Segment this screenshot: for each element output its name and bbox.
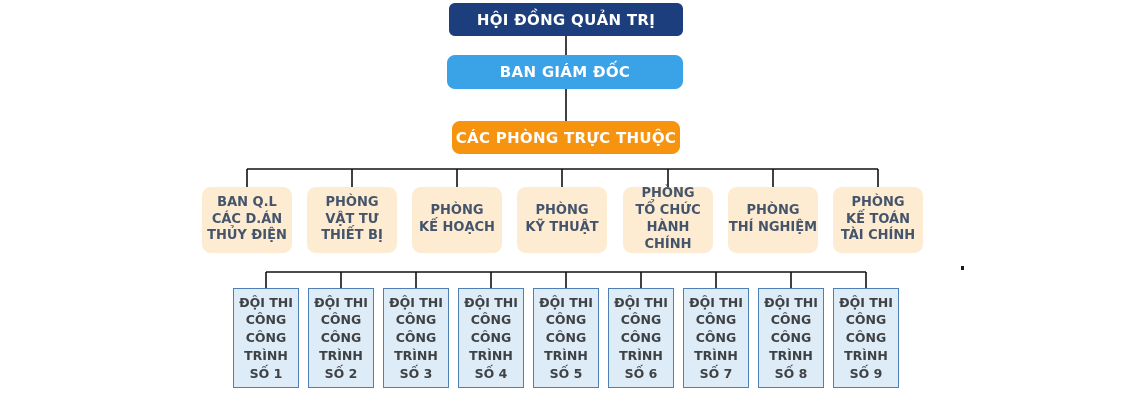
node-department: PHÒNG TỔ CHỨC HÀNH CHÍNH (623, 186, 713, 253)
node-construction-team: ĐỘI THI CÔNG CÔNG TRÌNH SỐ 8 (758, 288, 824, 388)
node-construction-team: ĐỘI THI CÔNG CÔNG TRÌNH SỐ 3 (383, 288, 449, 388)
node-department: PHÒNG THÍ NGHIỆM (728, 187, 818, 253)
node-construction-team: ĐỘI THI CÔNG CÔNG TRÌNH SỐ 4 (458, 288, 524, 388)
node-executive-board: BAN GIÁM ĐỐC (447, 55, 683, 89)
node-department: BAN Q.L CÁC D.ÁN THỦY ĐIỆN (202, 187, 292, 253)
node-construction-team: ĐỘI THI CÔNG CÔNG TRÌNH SỐ 9 (833, 288, 899, 388)
node-department: PHÒNG KẾ TOÁN TÀI CHÍNH (833, 187, 923, 253)
node-construction-team: ĐỘI THI CÔNG CÔNG TRÌNH SỐ 5 (533, 288, 599, 388)
node-construction-team: ĐỘI THI CÔNG CÔNG TRÌNH SỐ 7 (683, 288, 749, 388)
node-department: PHÒNG VẬT TƯ THIẾT BỊ (307, 187, 397, 253)
node-department: PHÒNG KẾ HOẠCH (412, 187, 502, 253)
node-department: PHÒNG KỸ THUẬT (517, 187, 607, 253)
stray-dot (961, 266, 964, 270)
node-subordinate-departments: CÁC PHÒNG TRỰC THUỘC (452, 121, 680, 154)
node-board-of-directors: HỘI ĐỒNG QUẢN TRỊ (449, 3, 683, 36)
node-construction-team: ĐỘI THI CÔNG CÔNG TRÌNH SỐ 1 (233, 288, 299, 388)
node-construction-team: ĐỘI THI CÔNG CÔNG TRÌNH SỐ 2 (308, 288, 374, 388)
node-construction-team: ĐỘI THI CÔNG CÔNG TRÌNH SỐ 6 (608, 288, 674, 388)
